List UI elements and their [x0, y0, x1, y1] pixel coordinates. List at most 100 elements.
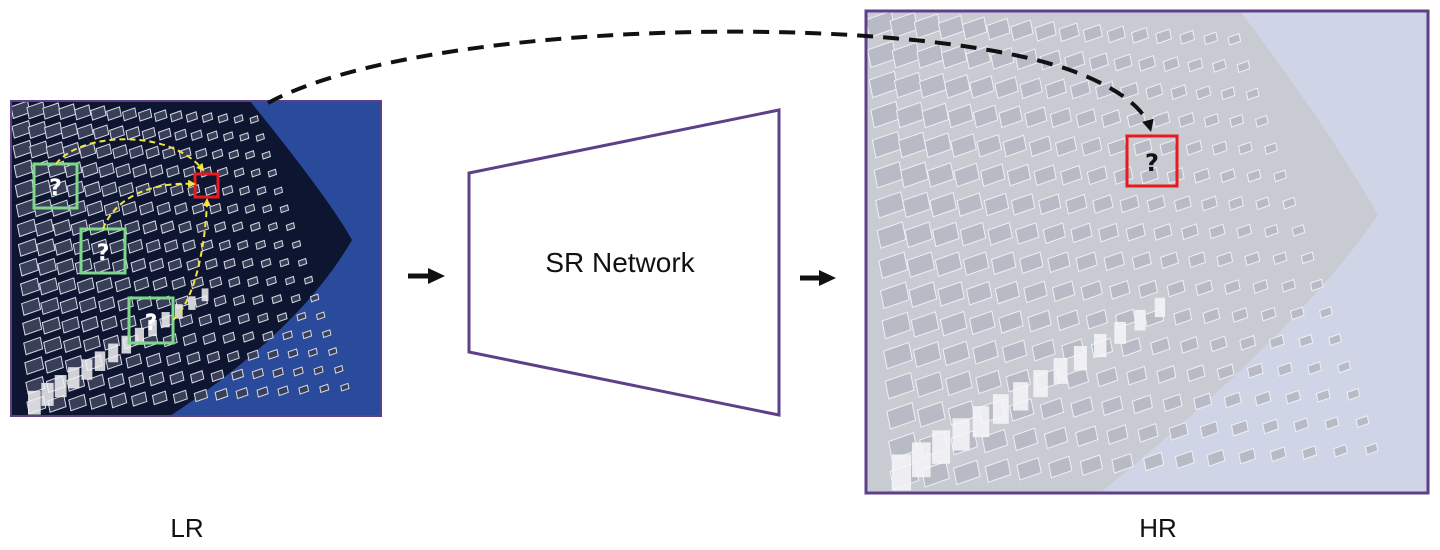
facade-window	[1010, 19, 1034, 42]
facade-bright-panel	[54, 375, 67, 398]
facade-window	[261, 150, 271, 160]
facade-window	[945, 370, 973, 397]
facade-window	[178, 220, 192, 234]
facade-window	[1337, 360, 1352, 374]
facade-window	[1047, 455, 1073, 479]
facade-window	[101, 181, 118, 198]
facade-window	[296, 311, 307, 322]
facade-window	[1120, 337, 1142, 357]
facade-window	[1051, 280, 1076, 303]
facade-window	[1152, 111, 1171, 128]
facade-window	[166, 351, 182, 367]
facade-window	[151, 390, 168, 406]
facade-window	[247, 276, 259, 287]
facade-window	[1199, 420, 1219, 439]
facade-window	[1281, 278, 1296, 293]
facade-window	[262, 330, 274, 342]
facade-window	[1094, 80, 1116, 100]
facade-window	[1282, 196, 1297, 210]
facade-window	[262, 203, 273, 214]
facade-window	[95, 277, 113, 294]
facade-window	[255, 132, 265, 142]
facade-window	[1236, 223, 1253, 239]
facade-window	[287, 348, 299, 359]
facade-window	[961, 16, 988, 41]
facade-bright-panel	[134, 327, 144, 345]
facade-window	[256, 386, 269, 398]
facade-window	[90, 238, 109, 255]
facade-window	[1047, 251, 1071, 274]
facade-window	[1080, 280, 1103, 301]
facade-window	[1079, 454, 1104, 477]
facade-window	[1106, 424, 1129, 445]
facade-bright-panel	[952, 418, 970, 451]
facade-window	[1075, 425, 1099, 448]
facade-window	[1239, 334, 1257, 351]
facade-window	[276, 312, 288, 323]
facade-window	[1180, 223, 1199, 241]
facade-window	[233, 114, 244, 124]
facade-window	[1131, 251, 1152, 271]
facade-window	[292, 366, 304, 377]
facade-window	[115, 163, 132, 178]
facade-window	[1230, 419, 1249, 437]
facade-window	[178, 313, 194, 328]
facade-window	[185, 111, 198, 123]
facade-window	[1187, 57, 1204, 73]
facade-window	[214, 387, 229, 401]
facade-window	[883, 341, 913, 370]
facade-window	[272, 367, 284, 378]
facade-window	[1220, 86, 1236, 101]
facade-window	[1216, 251, 1234, 268]
facade-window	[81, 161, 99, 178]
facade-window	[1012, 427, 1039, 452]
facade-window	[1014, 222, 1040, 245]
facade-window	[149, 257, 165, 272]
facade-window	[937, 281, 965, 307]
facade-window	[161, 146, 176, 160]
sr-network-block: SR Network	[467, 108, 781, 417]
facade-window	[1223, 391, 1242, 409]
facade-window	[1227, 32, 1242, 46]
facade-bright-panel	[68, 367, 80, 389]
facade-bright-panel	[911, 442, 931, 478]
facade-window	[1186, 364, 1206, 383]
facade-bright-panel	[932, 430, 951, 464]
facade-window	[950, 133, 977, 158]
facade-window	[975, 369, 1002, 395]
facade-window	[908, 281, 938, 308]
facade-window	[1236, 60, 1251, 74]
facade-window	[213, 294, 227, 307]
facade-window	[983, 192, 1010, 217]
facade-bright-panel	[1154, 297, 1166, 318]
question-mark: ?	[49, 176, 62, 201]
facade-window	[251, 367, 264, 380]
question-mark: ?	[1145, 149, 1159, 177]
facade-window	[249, 221, 261, 232]
facade-window	[63, 335, 82, 354]
facade-window	[906, 251, 936, 279]
facade-window	[1039, 49, 1062, 71]
facade-window	[242, 331, 255, 343]
facade-window	[1010, 192, 1036, 216]
facade-window	[953, 162, 980, 188]
facade-window	[1060, 164, 1083, 186]
facade-window	[1255, 196, 1271, 211]
facade-window	[902, 191, 931, 219]
facade-window	[257, 312, 269, 324]
facade-window	[100, 315, 118, 332]
right-arrow-icon	[800, 270, 836, 286]
facade-window	[266, 275, 277, 287]
facade-window	[1179, 336, 1199, 354]
facade-bright-panel	[1094, 333, 1107, 358]
facade-window	[211, 148, 224, 160]
facade-window	[68, 393, 87, 412]
facade-window	[1031, 338, 1056, 362]
facade-window	[1137, 279, 1159, 299]
facade-window	[1238, 447, 1257, 465]
facade-window	[1193, 167, 1211, 184]
facade-bright-panel	[972, 406, 990, 438]
facade-window	[297, 257, 308, 267]
facade-window	[204, 184, 217, 197]
facade-window	[1206, 449, 1226, 467]
